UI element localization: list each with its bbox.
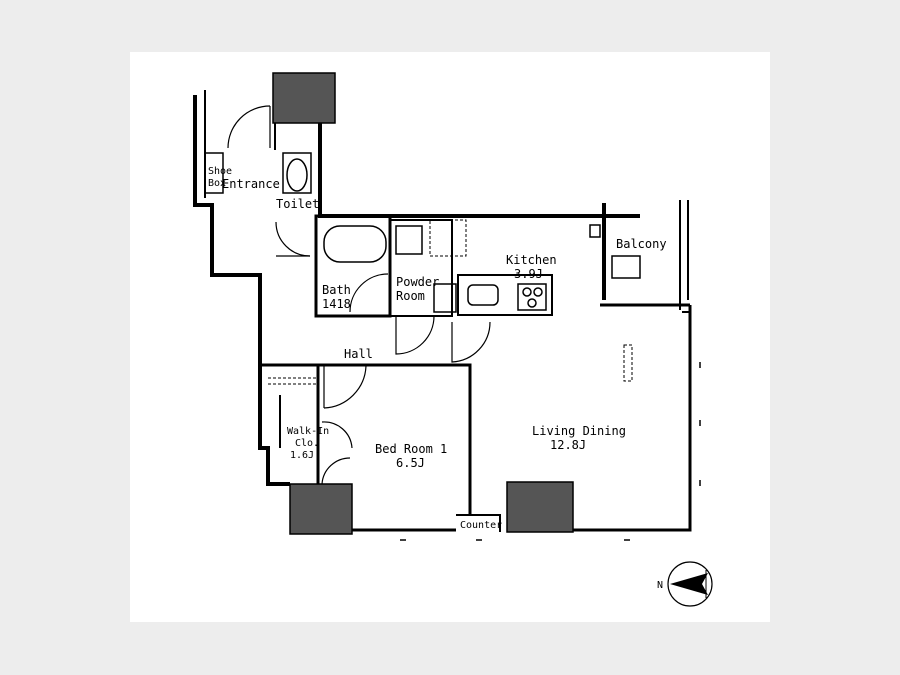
walk-in-closet-label-2: Clo. [295,438,319,449]
bathtub-icon [323,225,387,263]
column-bottom-left [289,483,353,535]
entrance-label: Entrance [222,177,280,191]
compass-icon: N [657,561,713,607]
toilet-room-outline [282,152,312,194]
bath-label: Bath [322,283,351,297]
bedroom-label: Bed Room 1 [375,442,447,456]
living-dining-size-label: 12.8J [550,438,586,452]
sink-icon [433,283,457,313]
kitchen-size-label: 3.9J [514,267,543,281]
bath-size-label: 1418 [322,297,351,311]
walls [193,90,692,532]
powder-room-label-1: Powder [396,275,439,289]
shoe-box-label-2: Box [208,178,226,189]
bedroom-size-label: 6.5J [396,456,425,470]
walk-in-closet-label-1: Walk-In [287,426,329,437]
counter-label: Counter [460,520,502,531]
fixtures [204,152,641,313]
floor-plan-card [130,52,770,622]
stove-icon [517,283,547,311]
walk-in-closet-size-label: 1.6J [290,450,314,461]
hall-label: Hall [344,347,373,361]
door-swings [227,105,491,485]
kitchen-label: Kitchen [506,253,557,267]
balcony-unit-icon [611,255,641,279]
shoe-box-outline [204,152,224,194]
washing-machine-icon [395,225,423,255]
shoe-box-label-1: Shoe [208,166,232,177]
toilet-icon [286,158,308,192]
column-top [272,72,336,124]
balcony-label: Balcony [616,237,667,251]
column-bottom-right [506,481,574,533]
living-dining-label: Living Dining [532,424,626,438]
powder-room-label-2: Room [396,289,425,303]
compass-north-label: N [657,580,663,591]
toilet-label: Toilet [276,197,319,211]
kitchen-sink-icon [467,284,499,306]
